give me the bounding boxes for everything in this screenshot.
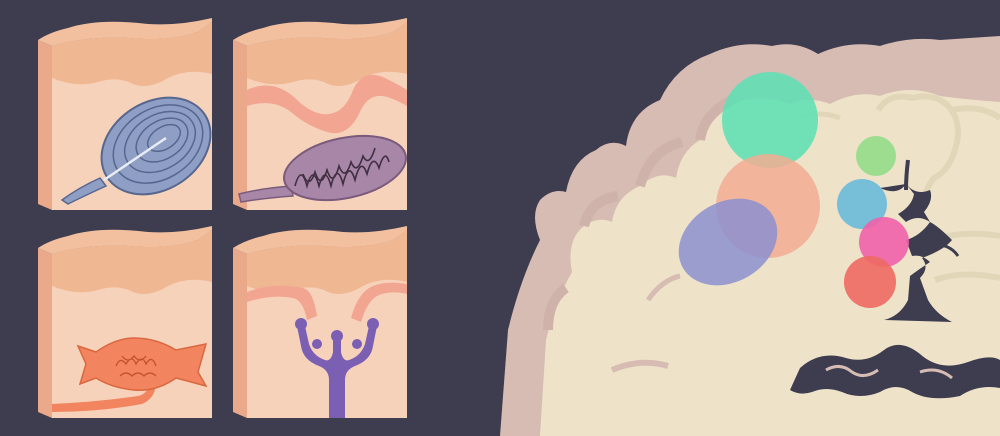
region-red-circle bbox=[844, 256, 896, 308]
coiled-capsule-icon bbox=[238, 134, 407, 203]
branching-capsule-icon bbox=[52, 337, 208, 412]
skin-panel-coiled bbox=[233, 18, 407, 210]
region-green-circle bbox=[722, 72, 818, 168]
central-fissure bbox=[880, 184, 952, 322]
region-cyan-circle bbox=[837, 179, 887, 229]
brain-regions bbox=[678, 72, 909, 308]
lamellar-spiral-icon bbox=[60, 96, 212, 205]
brain-cross-section bbox=[500, 36, 1000, 436]
region-blue-ellipse bbox=[678, 198, 778, 286]
skin-panel-branching bbox=[38, 226, 212, 418]
blood-vessel bbox=[247, 74, 407, 134]
skin-panel-disc-fork bbox=[233, 226, 407, 418]
region-magenta-circle bbox=[859, 217, 909, 267]
ventricle bbox=[790, 344, 1000, 399]
disc-fork-icon bbox=[295, 318, 379, 418]
region-lightgreen-circle bbox=[856, 136, 896, 176]
skin-panel-lamellar bbox=[38, 18, 212, 210]
